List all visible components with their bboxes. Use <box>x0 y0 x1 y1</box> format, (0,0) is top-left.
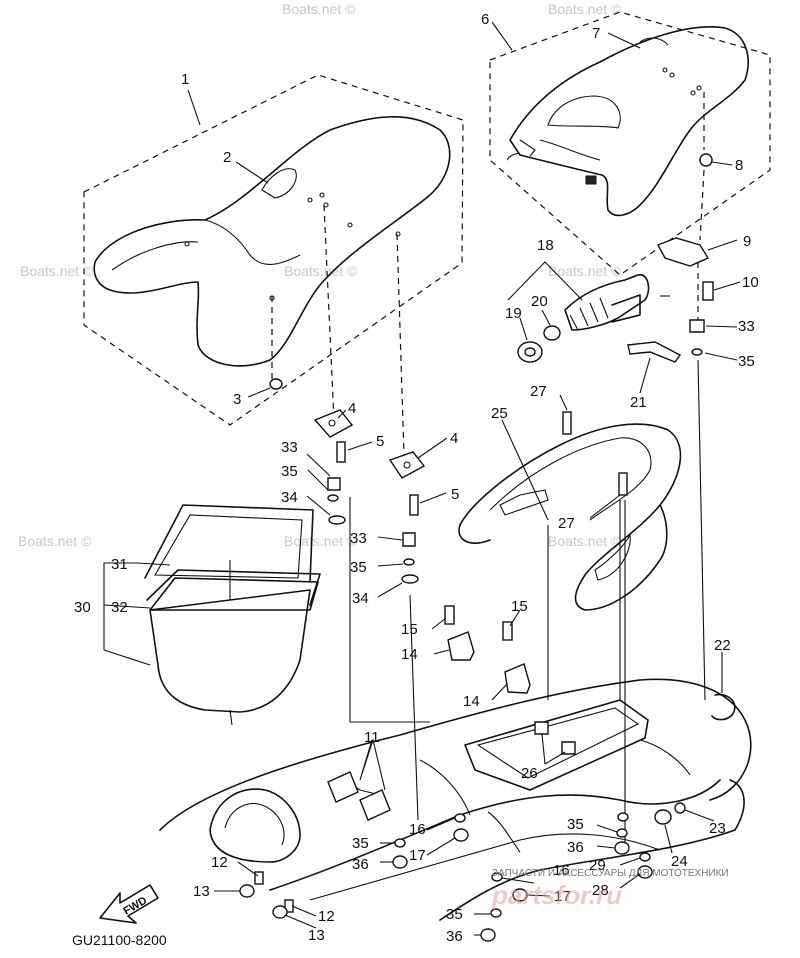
callout-27: 27 <box>530 383 547 400</box>
shop-brand: partsfor.ru <box>491 880 622 910</box>
callout-36: 36 <box>567 839 584 856</box>
callout-35: 35 <box>738 353 755 370</box>
callout-30: 30 <box>74 599 91 616</box>
callout-8: 8 <box>735 157 743 174</box>
watermark-layer: Boats.net © Boats.net © Boats.net © Boat… <box>18 1 622 549</box>
callout-23: 23 <box>709 820 726 837</box>
callout-20: 20 <box>531 293 548 310</box>
diagram-code: GU21100-8200 <box>72 932 167 948</box>
callout-35: 35 <box>350 559 367 576</box>
callout-4: 4 <box>450 430 458 447</box>
callout-1: 1 <box>181 71 189 88</box>
callout-16: 16 <box>553 862 570 879</box>
callout-36: 36 <box>446 928 463 945</box>
callout-labels: 1 2 3 4 4 5 5 6 7 8 9 10 11 12 12 13 13 … <box>74 11 759 945</box>
callout-18: 18 <box>537 237 554 254</box>
callout-24: 24 <box>671 853 688 870</box>
watermark: Boats.net © <box>548 263 622 279</box>
callout-35: 35 <box>567 816 584 833</box>
seat-tray <box>458 411 682 611</box>
callout-35: 35 <box>352 835 369 852</box>
callout-29: 29 <box>589 857 606 874</box>
callout-17: 17 <box>409 847 426 864</box>
storage-box <box>144 504 321 713</box>
callout-34: 34 <box>352 590 369 607</box>
callout-17: 17 <box>554 888 571 905</box>
callout-13: 13 <box>308 927 325 944</box>
callout-3: 3 <box>233 391 241 408</box>
watermark: Boats.net © <box>282 1 356 17</box>
callout-33: 33 <box>738 318 755 335</box>
callout-25: 25 <box>491 405 508 422</box>
callout-4: 4 <box>348 400 356 417</box>
callout-35: 35 <box>281 463 298 480</box>
watermark: Boats.net © <box>20 263 94 279</box>
callout-13: 13 <box>193 883 210 900</box>
callout-32: 32 <box>111 599 128 616</box>
callout-2: 2 <box>223 149 231 166</box>
callout-35: 35 <box>446 906 463 923</box>
callout-12: 12 <box>318 908 335 925</box>
fwd-label: FWD <box>121 895 149 918</box>
watermark: Boats.net © <box>548 533 622 549</box>
callout-26: 26 <box>521 765 538 782</box>
callout-36: 36 <box>352 856 369 873</box>
seat-mount-hardware <box>269 92 714 850</box>
hull-deck <box>159 678 752 921</box>
leader-lines <box>103 21 741 936</box>
shop-tagline: ЗАПЧАСТИ И АКСЕССУАРЫ ДЛЯ МОТОТЕХНИКИ <box>492 868 729 879</box>
callout-15: 15 <box>401 621 418 638</box>
callout-7: 7 <box>592 25 600 42</box>
callout-5: 5 <box>376 433 384 450</box>
intake-hose <box>517 274 682 363</box>
lower-hardware <box>239 605 736 942</box>
callout-21: 21 <box>630 394 647 411</box>
callout-33: 33 <box>350 530 367 547</box>
rear-seat-assembly <box>489 11 771 276</box>
callout-22: 22 <box>714 637 731 654</box>
callout-10: 10 <box>742 274 759 291</box>
callout-27: 27 <box>558 515 575 532</box>
watermark: Boats.net © <box>18 533 92 549</box>
shop-logo: ЗАПЧАСТИ И АКСЕССУАРЫ ДЛЯ МОТОТЕХНИКИ pa… <box>491 868 729 910</box>
watermark: Boats.net © <box>548 1 622 17</box>
fwd-arrow: FWD <box>99 884 159 924</box>
callout-5: 5 <box>451 486 459 503</box>
callout-12: 12 <box>211 854 228 871</box>
callout-15: 15 <box>511 598 528 615</box>
watermark: Boats.net © <box>284 263 358 279</box>
callout-6: 6 <box>481 11 489 28</box>
callout-19: 19 <box>505 305 522 322</box>
callout-33: 33 <box>281 439 298 456</box>
front-seat-assembly <box>83 74 464 426</box>
callout-31: 31 <box>111 556 128 573</box>
callout-34: 34 <box>281 489 298 506</box>
watermark: Boats.net © <box>284 533 358 549</box>
callout-16: 16 <box>409 821 426 838</box>
callout-14: 14 <box>463 693 480 710</box>
callout-11: 11 <box>364 729 380 746</box>
callout-28: 28 <box>592 882 609 899</box>
callout-9: 9 <box>743 233 751 250</box>
callout-14: 14 <box>401 646 418 663</box>
